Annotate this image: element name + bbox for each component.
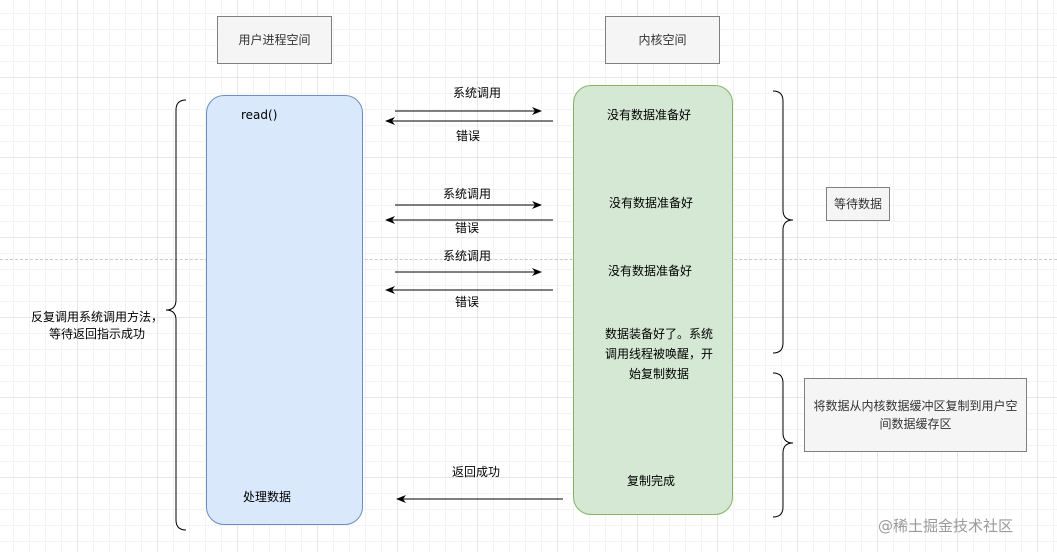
user-space-header: 用户进程空间 (217, 16, 332, 64)
data-ready-label: 数据装备好了。系统调用线程被唤醒，开始复制数据 (604, 327, 713, 381)
not-ready-label-2: 没有数据准备好 (609, 196, 694, 210)
syscall-label-2: 系统调用 (443, 187, 492, 201)
error-label-3: 错误 (455, 295, 480, 309)
error-label-2: 错误 (455, 221, 480, 235)
read-call-label: read() (241, 108, 278, 122)
wait-data-box: 等待数据 (826, 187, 890, 221)
copy-data-brace (772, 372, 794, 518)
left-note-label: 反复调用系统调用方法，等待返回指示成功 (30, 310, 163, 341)
kernel-space-header: 内核空间 (605, 16, 720, 64)
not-ready-label-3: 没有数据准备好 (608, 264, 693, 278)
dashed-guide-line (0, 259, 1057, 260)
kernel-lane (573, 85, 733, 515)
wait-data-brace (772, 90, 794, 354)
copy-note-box: 将数据从内核数据缓冲区复制到用户空间数据缓存区 (804, 378, 1027, 452)
syscall-label-1: 系统调用 (453, 86, 502, 100)
error-label-1: 错误 (456, 129, 481, 143)
watermark: @稀土掘金技术社区 (878, 517, 1014, 535)
wait-data-label: 等待数据 (833, 196, 882, 211)
user-space-header-label: 用户进程空间 (238, 32, 311, 47)
user-process-lane (206, 95, 363, 525)
not-ready-label-1: 没有数据准备好 (607, 108, 692, 122)
copy-note-label: 将数据从内核数据缓冲区复制到用户空间数据缓存区 (813, 399, 1018, 431)
return-success-label: 返回成功 (452, 465, 501, 479)
kernel-space-header-label: 内核空间 (638, 32, 687, 47)
process-data-label: 处理数据 (243, 490, 292, 504)
left-brace (165, 99, 187, 531)
syscall-label-3: 系统调用 (443, 249, 492, 263)
copy-done-label: 复制完成 (627, 474, 676, 488)
